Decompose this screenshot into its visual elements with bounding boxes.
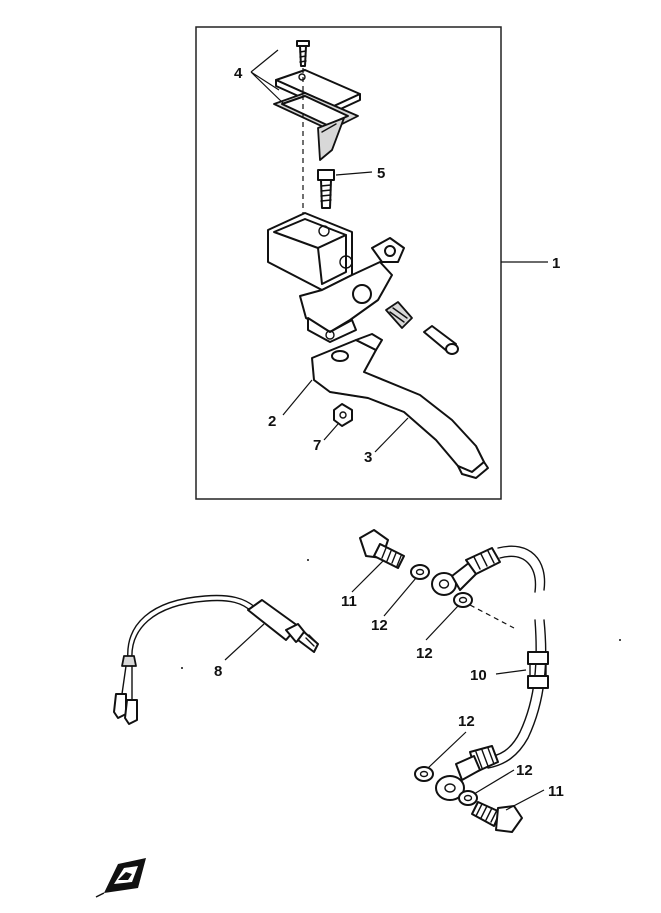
reservoir-cap-screw[interactable] (296, 40, 310, 67)
scan-dot (619, 639, 621, 641)
callout-11-upper: 11 (341, 593, 357, 610)
leader-12-upper-1 (383, 577, 417, 617)
leader-3 (374, 417, 409, 453)
callout-3: 3 (364, 449, 372, 466)
banjo-fitting-lower[interactable] (435, 745, 499, 801)
callout-2: 2 (268, 413, 276, 430)
leader-4 (250, 49, 285, 105)
nut-part-7[interactable] (333, 403, 353, 427)
callout-5: 5 (377, 165, 385, 182)
copper-washer-lower-1[interactable] (414, 766, 434, 782)
copper-washer-upper-1[interactable] (410, 564, 430, 580)
brake-hose[interactable] (483, 545, 549, 769)
front-brake-switch[interactable] (385, 301, 413, 329)
brake-lever[interactable] (311, 333, 489, 479)
callout-7: 7 (313, 437, 321, 454)
callout-8: 8 (214, 663, 222, 680)
callout-12-lower-2: 12 (516, 762, 533, 779)
master-cylinder-body[interactable] (267, 212, 405, 343)
leader-11-lower (505, 789, 545, 811)
leader-12-lower-2 (473, 769, 515, 795)
callout-1: 1 (552, 255, 560, 272)
union-bolt-lower[interactable] (471, 801, 523, 833)
scan-dot (307, 559, 309, 561)
callout-12-lower-1: 12 (458, 713, 475, 730)
callout-11-lower: 11 (548, 783, 564, 800)
reservoir-diaphragm[interactable] (273, 92, 359, 161)
upper-assembly-dash (469, 604, 515, 629)
leader-5 (335, 171, 373, 176)
callout-4: 4 (234, 65, 243, 82)
master-cylinder-assembly-frame (195, 26, 502, 500)
front-direction-arrow-icon (95, 858, 146, 898)
scan-dot (181, 667, 183, 669)
copper-washer-lower-2[interactable] (458, 790, 478, 806)
leader-8 (224, 623, 265, 661)
copper-washer-upper-2[interactable] (453, 592, 473, 608)
leader-12-upper-2 (425, 605, 459, 641)
callout-12-upper-2: 12 (416, 645, 433, 662)
union-bolt-upper[interactable] (359, 529, 405, 569)
leader-11-upper (351, 559, 385, 593)
callout-10: 10 (470, 667, 487, 684)
leader-2 (282, 379, 313, 416)
brake-switch-lead[interactable] (113, 594, 319, 725)
pivot-bolt[interactable] (423, 325, 459, 355)
leader-12-lower-1 (427, 731, 467, 769)
bolt-part-5[interactable] (317, 169, 335, 209)
callout-12-upper-1: 12 (371, 617, 388, 634)
banjo-fitting-upper[interactable] (431, 547, 501, 596)
leader-7 (323, 423, 339, 441)
leader-10 (495, 669, 527, 675)
